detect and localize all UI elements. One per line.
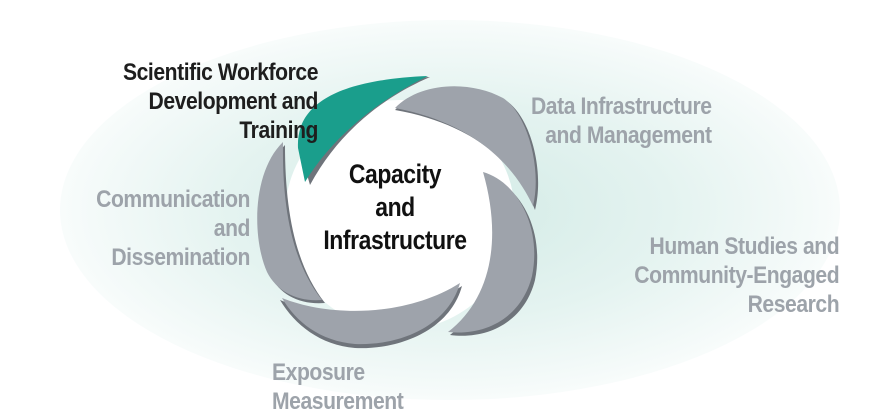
label-line: and Dissemination: [111, 215, 250, 271]
center-line: Capacity: [348, 159, 442, 189]
segment-exposure[interactable]: [280, 283, 462, 349]
label-line: Scientific Workforce: [122, 59, 318, 86]
segment-data[interactable]: [395, 86, 539, 210]
segment-workforce[interactable]: [297, 76, 430, 185]
label-line: Community-Engaged Research: [634, 262, 840, 318]
center-line: and: [375, 192, 415, 222]
segment-communication[interactable]: [257, 142, 325, 304]
label-line: Development and Training: [148, 88, 319, 144]
label-data: Data Infrastructure and Management: [518, 92, 712, 150]
label-human: Human Studies and Community-Engaged Rese…: [540, 232, 839, 319]
segment-human[interactable]: [448, 172, 538, 336]
label-exposure: Exposure Measurement: [272, 358, 501, 416]
label-line: and Management: [545, 122, 712, 149]
label-line: Communication: [96, 186, 250, 213]
label-line: Exposure Measurement: [272, 359, 404, 415]
label-line: Data Infrastructure: [530, 93, 712, 120]
label-workforce: Scientific Workforce Development and Tra…: [107, 58, 318, 145]
center-circle: [285, 100, 515, 330]
center-line: Infrastructure: [323, 225, 467, 255]
label-communication: Communication and Dissemination: [74, 185, 250, 272]
label-line: Human Studies and: [649, 233, 840, 260]
center-title: Capacity and Infrastructure: [314, 158, 476, 257]
